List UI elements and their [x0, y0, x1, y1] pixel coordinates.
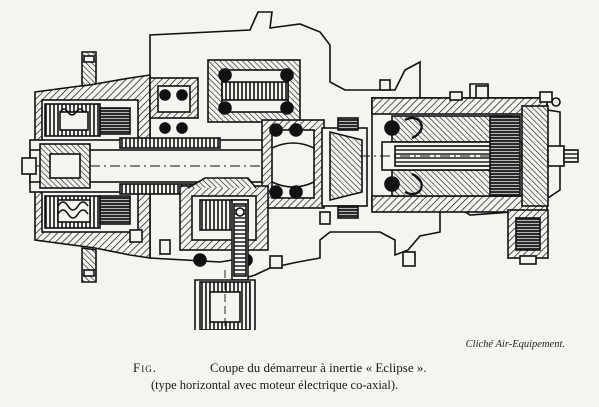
figure-label: Fig.: [133, 360, 157, 375]
photo-credit: Cliché Air-Equipement.: [465, 339, 565, 350]
figure-title: Coupe du démarreur à inertie « Eclipse »…: [210, 360, 427, 375]
figure-subtitle: (type horizontal avec moteur électrique …: [151, 378, 399, 392]
starter-cross-section-drawing: [21, 11, 579, 330]
